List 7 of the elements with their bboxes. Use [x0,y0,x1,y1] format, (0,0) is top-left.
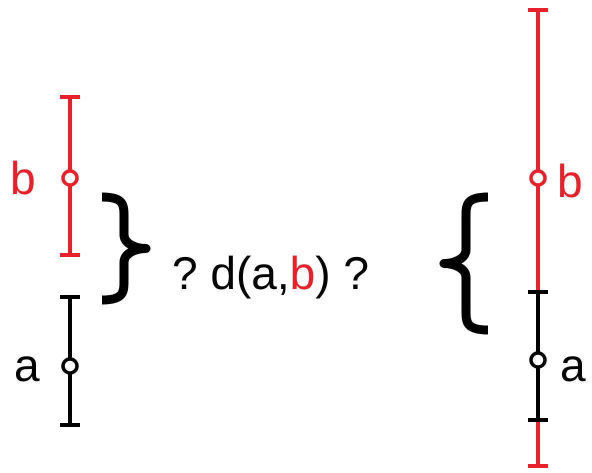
label-text: a [14,342,40,388]
label-text: b [290,250,316,296]
label-text: a [560,342,586,388]
label-text: ) ? [315,250,369,296]
label-text: ? d(a, [172,250,290,296]
label-text: b [10,155,36,201]
label-text: b [557,158,583,204]
